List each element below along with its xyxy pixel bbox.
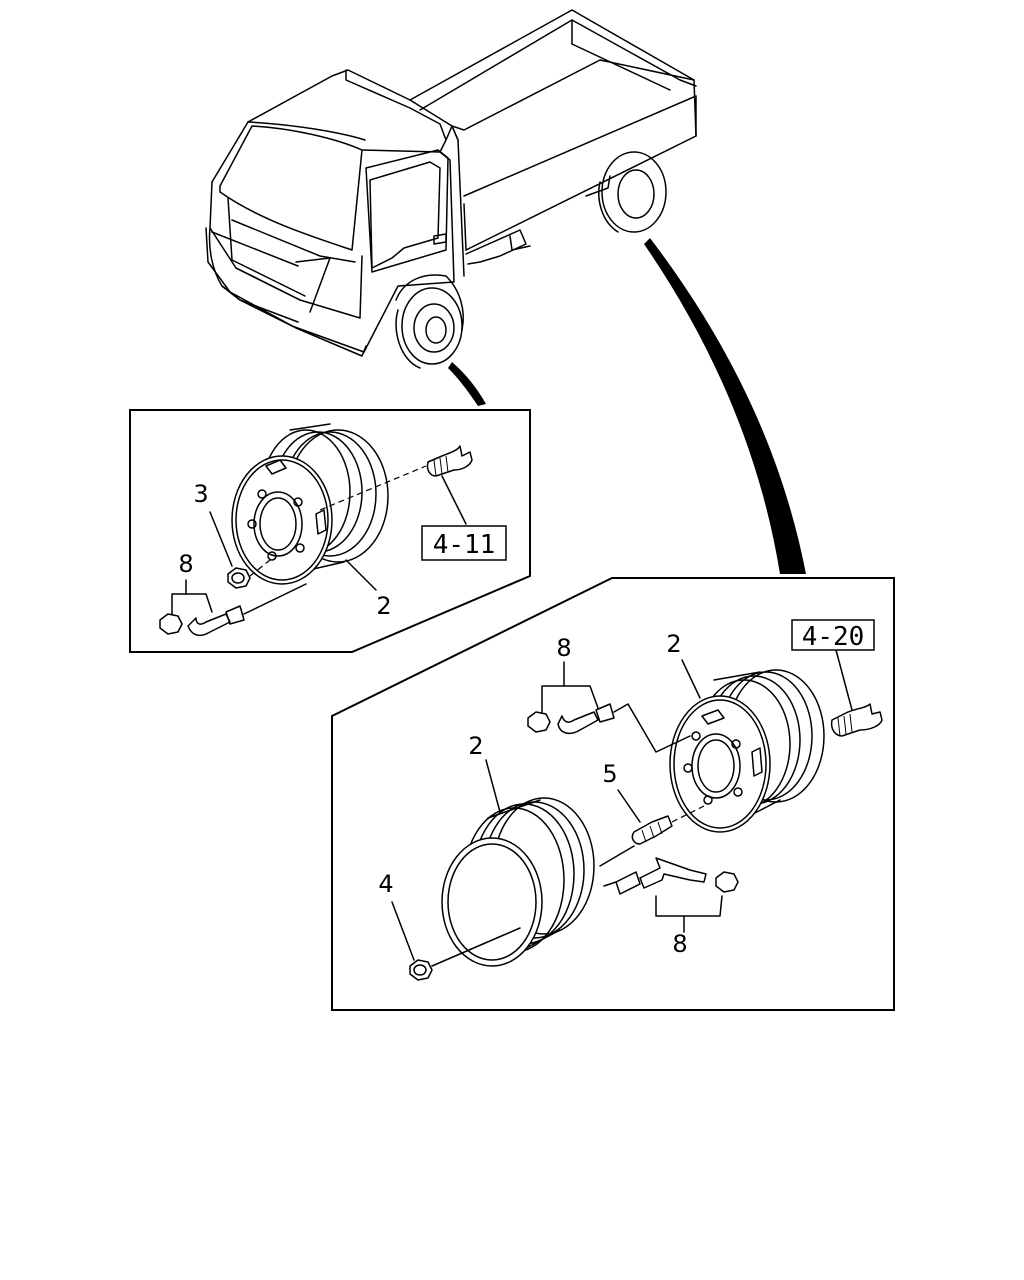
callout-part-8-top: 8 <box>556 634 571 662</box>
rear-wheel-inset: 8 2 4-20 2 5 4 8 <box>331 577 895 1011</box>
front-wheel-nut <box>227 567 251 589</box>
callout-arrows <box>448 238 806 574</box>
callout-part-2: 2 <box>376 592 391 620</box>
rear-wheel-nut <box>409 959 433 981</box>
rear-bottom-valve-extension <box>615 857 739 895</box>
callout-part-2-outer: 2 <box>468 732 483 760</box>
callout-part-5: 5 <box>602 760 617 788</box>
front-wheel-valve-extension <box>159 605 245 637</box>
front-wheel-inset: 3 8 2 4-11 <box>129 409 531 653</box>
reference-label-4-20: 4-20 <box>802 622 865 652</box>
callout-part-4: 4 <box>378 870 393 898</box>
callout-part-2-inner: 2 <box>666 630 681 658</box>
front-wheel-rim <box>231 423 389 585</box>
rear-spacer-stud <box>631 815 673 845</box>
rear-wheel-stud <box>830 703 883 737</box>
callout-part-3: 3 <box>193 480 208 508</box>
truck-illustration <box>205 9 697 369</box>
reference-label-4-11: 4-11 <box>433 530 496 560</box>
reference-box-4-11 <box>421 525 507 561</box>
front-wheel-stud <box>426 445 473 477</box>
callout-part-8: 8 <box>178 550 193 578</box>
rear-top-valve-extension <box>527 703 615 735</box>
rear-outer-wheel-rim <box>441 797 595 967</box>
rear-inner-wheel-rim <box>669 669 825 833</box>
callout-part-8-bottom: 8 <box>672 930 687 958</box>
reference-box-4-20 <box>791 619 875 651</box>
